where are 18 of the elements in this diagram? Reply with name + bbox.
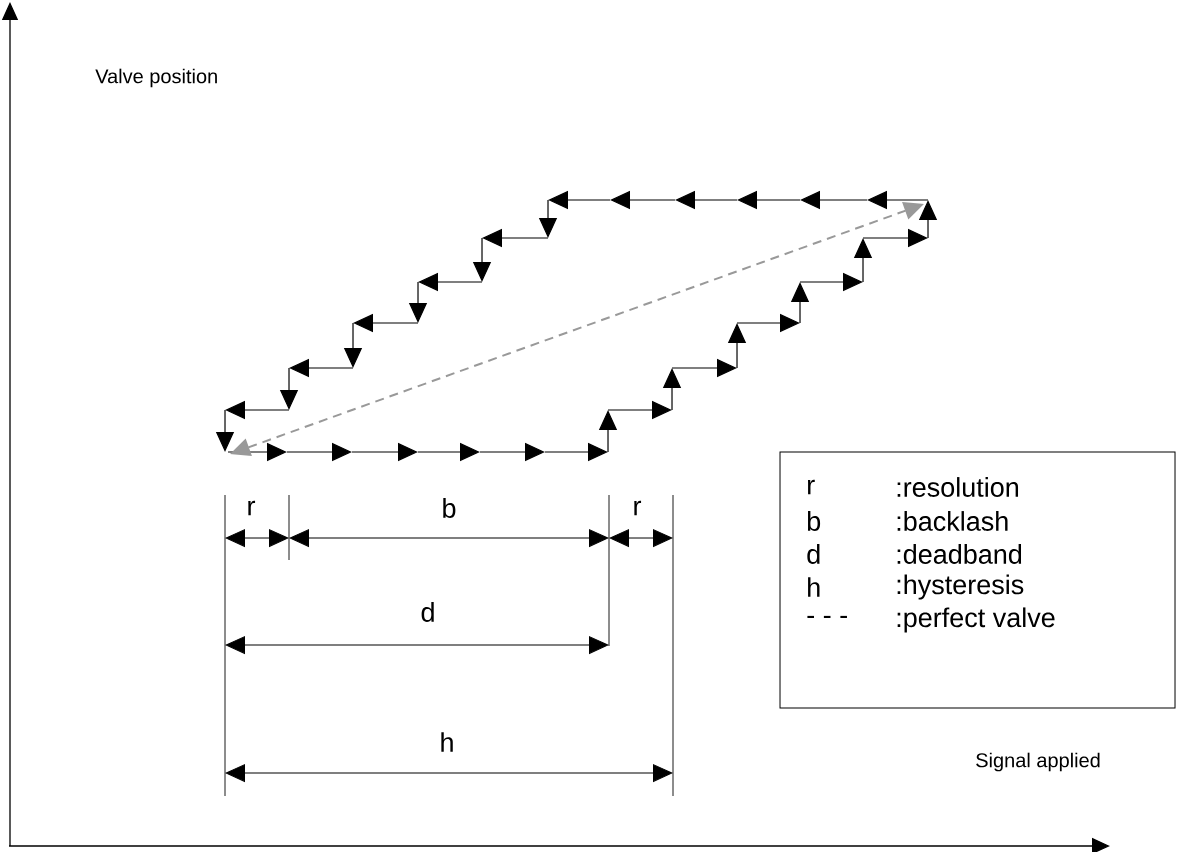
dimension-label: b bbox=[443, 498, 456, 518]
legend-description: :perfect valve bbox=[897, 607, 1055, 633]
legend-key: - - - bbox=[807, 615, 847, 618]
legend-box bbox=[779, 451, 1176, 709]
dimension-label: r bbox=[634, 500, 642, 516]
legend-description: :backlash bbox=[897, 511, 1008, 531]
legend-description: :hysteresis bbox=[897, 574, 1024, 600]
legend-description: :deadband bbox=[897, 544, 1022, 564]
dimension-label: r bbox=[248, 500, 256, 516]
axis-title: Signal applied bbox=[976, 752, 1100, 772]
legend-key: d bbox=[807, 544, 820, 564]
dimension-label: d bbox=[421, 602, 434, 622]
legend-key: h bbox=[808, 577, 820, 597]
dimension-label: h bbox=[441, 732, 453, 752]
legend-description: :resolution bbox=[897, 477, 1018, 497]
legend-key: b bbox=[807, 511, 821, 531]
axis-title: Valve position bbox=[95, 68, 217, 88]
legend-key: r bbox=[808, 479, 815, 495]
